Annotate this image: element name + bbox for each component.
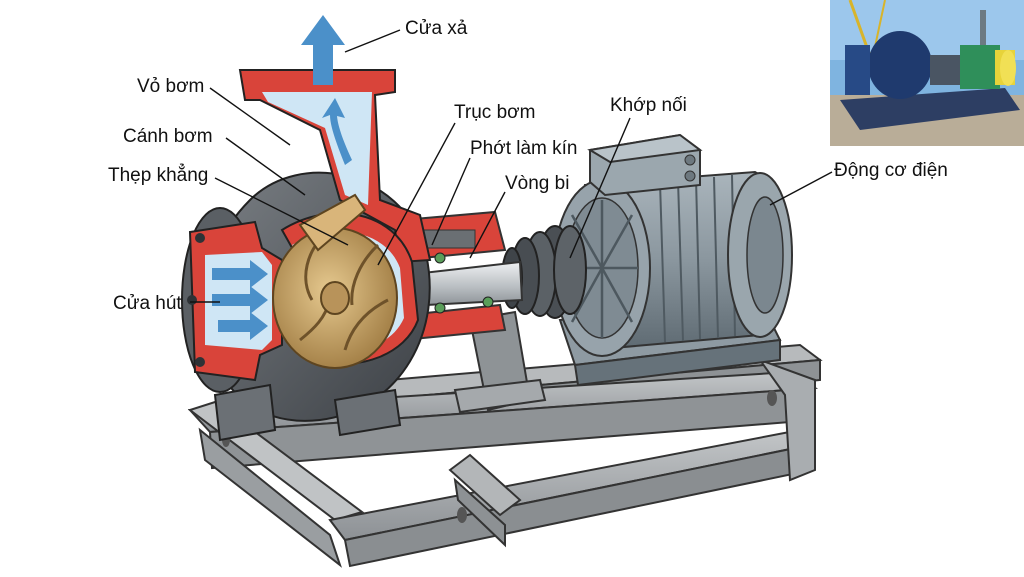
label-volute: Thẹp khẳng	[108, 165, 209, 186]
label-motor: Động cơ điện	[834, 160, 948, 181]
inset-photo-illustration	[830, 0, 1024, 146]
label-bearing: Vòng bi	[505, 173, 570, 194]
flow-arrows	[212, 15, 352, 340]
label-suction: Cửa hút	[113, 293, 182, 314]
impeller	[272, 193, 398, 369]
label-casing: Vỏ bơm	[137, 76, 205, 97]
base-frame	[187, 343, 823, 568]
motor-group	[553, 133, 793, 387]
leader-lines	[190, 29, 833, 303]
label-impeller: Cánh bơm	[123, 126, 213, 147]
label-seal: Phớt làm kín	[470, 138, 578, 159]
label-discharge: Cửa xả	[405, 18, 468, 39]
inset-photo	[830, 0, 1024, 146]
label-coupling: Khớp nối	[610, 95, 687, 116]
label-shaft: Trục bơm	[454, 102, 536, 123]
